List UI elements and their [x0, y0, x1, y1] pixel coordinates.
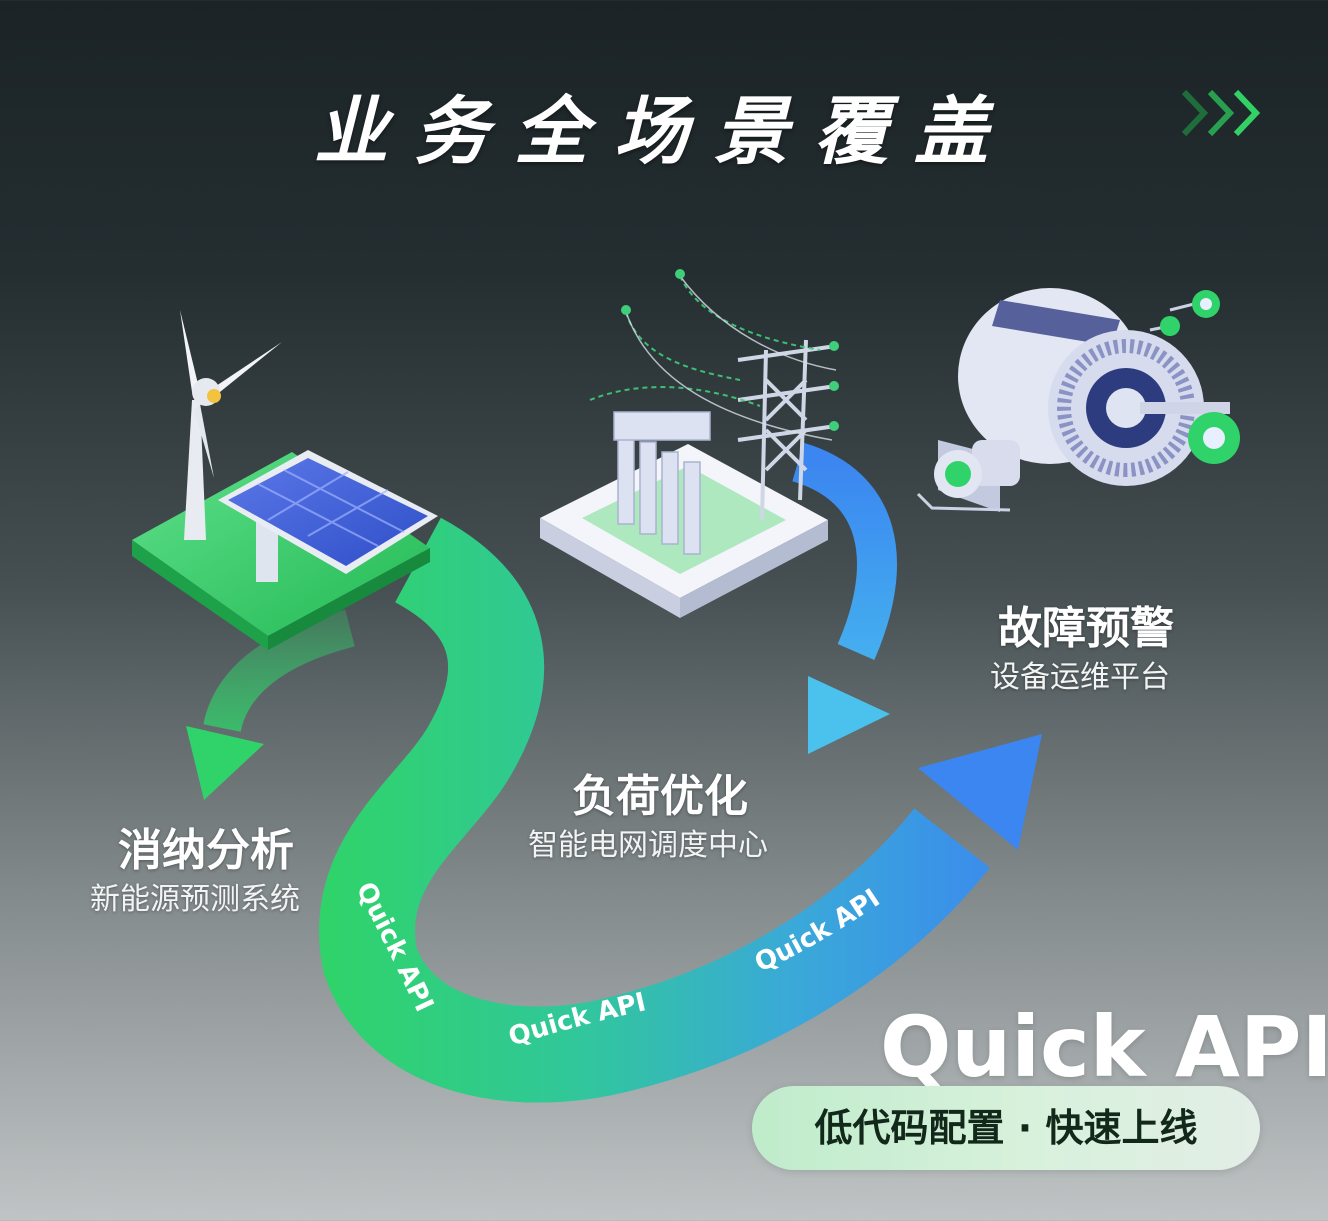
substation-icon: [540, 269, 839, 618]
main-flow-band: [319, 517, 990, 1103]
blue-down-arrow: [791, 442, 897, 660]
brand-name: Quick API: [880, 998, 1328, 1096]
wind-turbine-icon: [180, 310, 282, 540]
chevron-right-icon: [1181, 89, 1261, 137]
fault-title: 故障预警: [998, 603, 1174, 654]
load-title: 负荷优化: [572, 771, 748, 822]
consume-subtitle: 新能源预测系统: [90, 882, 300, 917]
consume-title: 消纳分析: [118, 825, 294, 876]
green-return-arrow: [203, 609, 355, 733]
main-flow-arrow-head: [918, 734, 1042, 850]
green-arrow-head: [186, 726, 264, 800]
load-subtitle: 智能电网调度中心: [528, 828, 768, 863]
page-title: 业务全场景覆盖: [314, 89, 1014, 175]
fault-subtitle: 设备运维平台: [990, 660, 1170, 695]
tagline-pill: 低代码配置 · 快速上线: [752, 1086, 1260, 1170]
solar-panel-icon: [218, 450, 438, 582]
motor-icon: [916, 288, 1240, 512]
blue-arrow-head: [808, 676, 890, 754]
